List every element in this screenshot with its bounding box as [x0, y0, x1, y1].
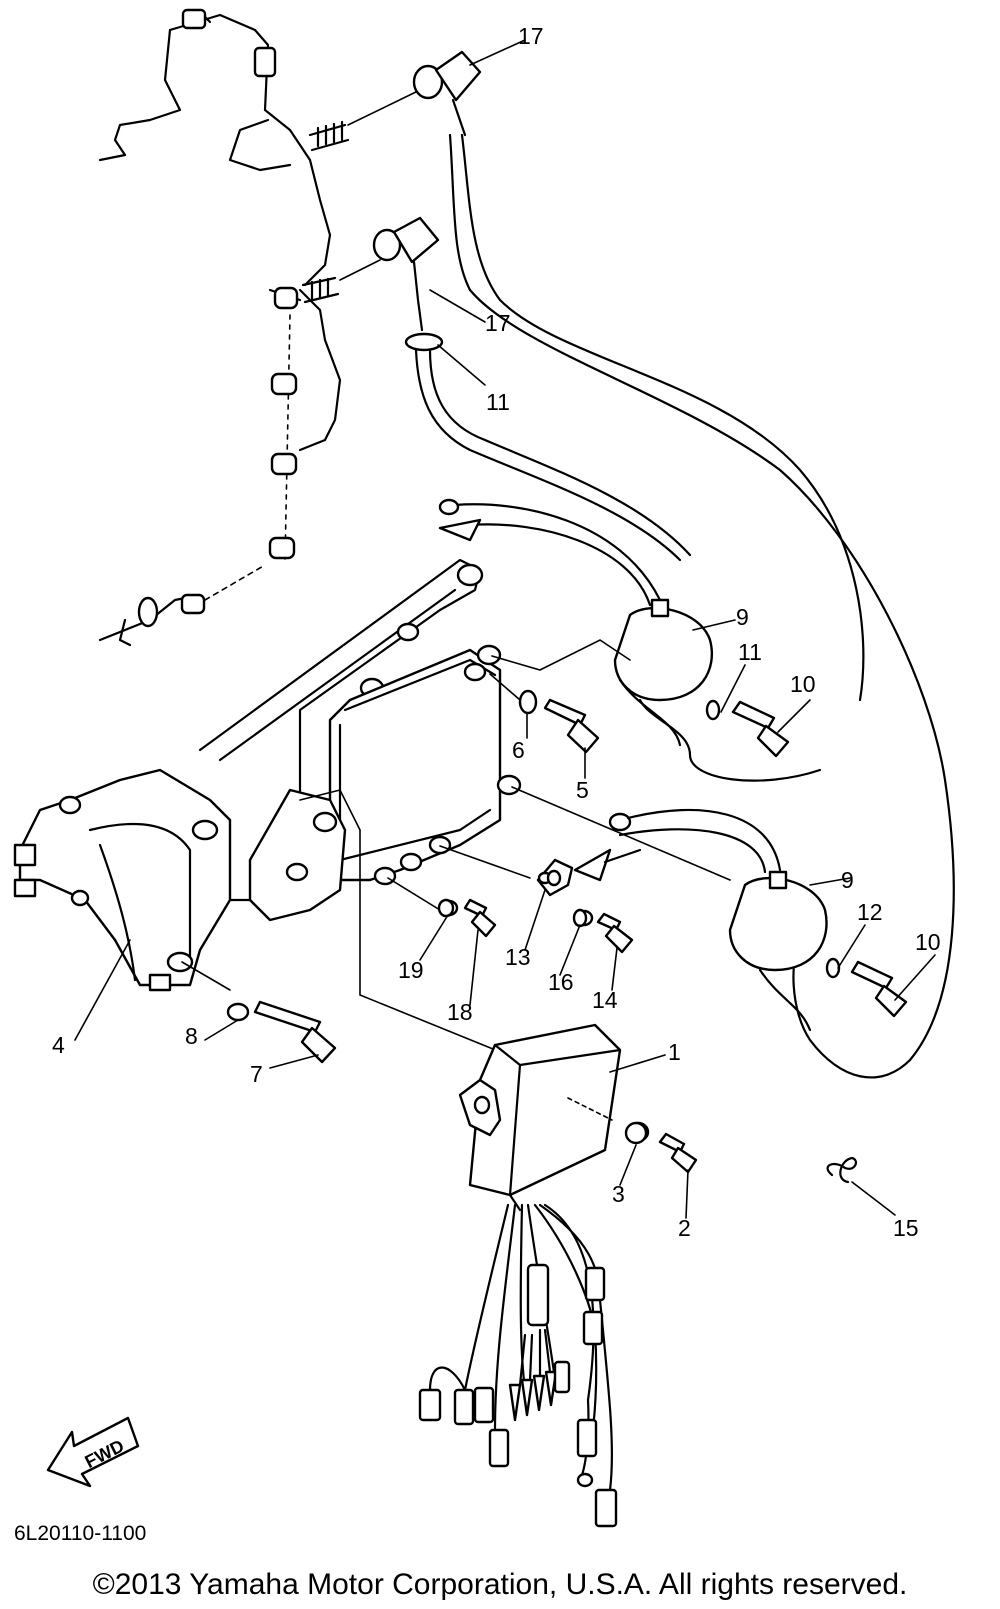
drawing-code: 6L20110-1100 [14, 1522, 146, 1545]
callout-19: 19 [398, 957, 424, 983]
copyright-notice: ©2013 Yamaha Motor Corporation, U.S.A. A… [92, 1568, 908, 1601]
callout-16: 16 [548, 969, 574, 995]
cdi-housing-frame [248, 644, 522, 1061]
bolt-7 [226, 1000, 337, 1064]
bolt-10-lower [825, 957, 908, 1018]
callout-7: 7 [250, 1061, 263, 1087]
callout-13: 11 [486, 389, 510, 415]
callout-labels: 17 17 11 9 11 10 6 5 9 12 10 4 8 7 19 18… [52, 23, 941, 1241]
callout-12: 15 [893, 1215, 919, 1241]
callout-leaders [74, 39, 936, 1219]
callout-9-lower: 9 [841, 867, 854, 893]
callout-4: 4 [52, 1032, 65, 1058]
callout-10-lower: 10 [915, 929, 941, 955]
callout-2: 2 [678, 1215, 691, 1241]
spark-plug-cap-upper [347, 50, 955, 1079]
callout-14: 13 [505, 944, 531, 970]
part-4-cover [13, 768, 232, 992]
part-1-cdi-unit [458, 1023, 622, 1212]
callout-15: 14 [592, 987, 618, 1013]
callout-11-lower: 12 [857, 899, 883, 925]
callout-8: 8 [185, 1023, 198, 1049]
bolt-5 [518, 689, 600, 754]
spark-plug-cap-lower [339, 216, 692, 562]
wiring-harness [418, 1203, 618, 1528]
clip-12 [826, 1156, 858, 1184]
ignition-coil-lower [573, 808, 828, 1032]
callout-1: 1 [668, 1039, 681, 1065]
callout-3: 3 [612, 1181, 625, 1207]
callout-6: 6 [512, 737, 525, 763]
callout-18: 18 [447, 999, 473, 1025]
callout-5: 5 [576, 777, 589, 803]
assembly-guide-lines [181, 639, 731, 991]
callout-10-upper: 10 [790, 671, 816, 697]
callout-11-upper: 11 [738, 639, 762, 665]
callout-17-upper: 17 [518, 23, 544, 49]
callout-17-lower: 17 [485, 310, 511, 336]
bolt-10-upper [705, 699, 790, 758]
callout-9-upper: 9 [736, 604, 749, 630]
engine-block-outline [98, 8, 350, 647]
fwd-direction-arrow: FWD [46, 1416, 140, 1488]
ignition-coil-upper [438, 498, 822, 782]
washers [437, 869, 648, 1145]
